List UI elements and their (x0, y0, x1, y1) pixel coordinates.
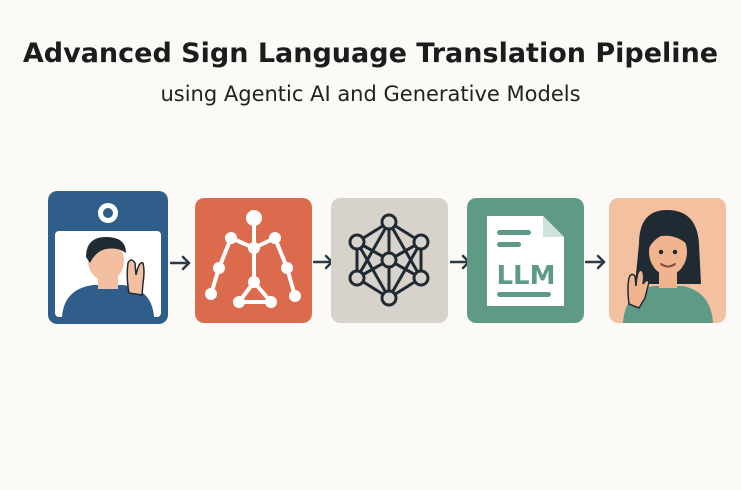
camera-person-signing-icon (48, 191, 168, 324)
signing-avatar-icon (609, 198, 726, 323)
step-video-capture (48, 191, 168, 324)
step-llm: LLM (467, 198, 584, 323)
arrow-icon (585, 254, 606, 270)
step-neural-network (331, 198, 448, 323)
llm-document-icon: LLM (467, 198, 584, 323)
neural-network-icon (331, 198, 448, 323)
llm-label: LLM (496, 261, 555, 291)
diagram-title: Advanced Sign Language Translation Pipel… (22, 38, 719, 69)
step-avatar-output (609, 198, 726, 323)
step-pose-estimation (195, 198, 312, 323)
diagram-subtitle: using Agentic AI and Generative Models (160, 82, 581, 106)
arrow-icon (170, 255, 191, 271)
pose-skeleton-icon (195, 198, 312, 323)
